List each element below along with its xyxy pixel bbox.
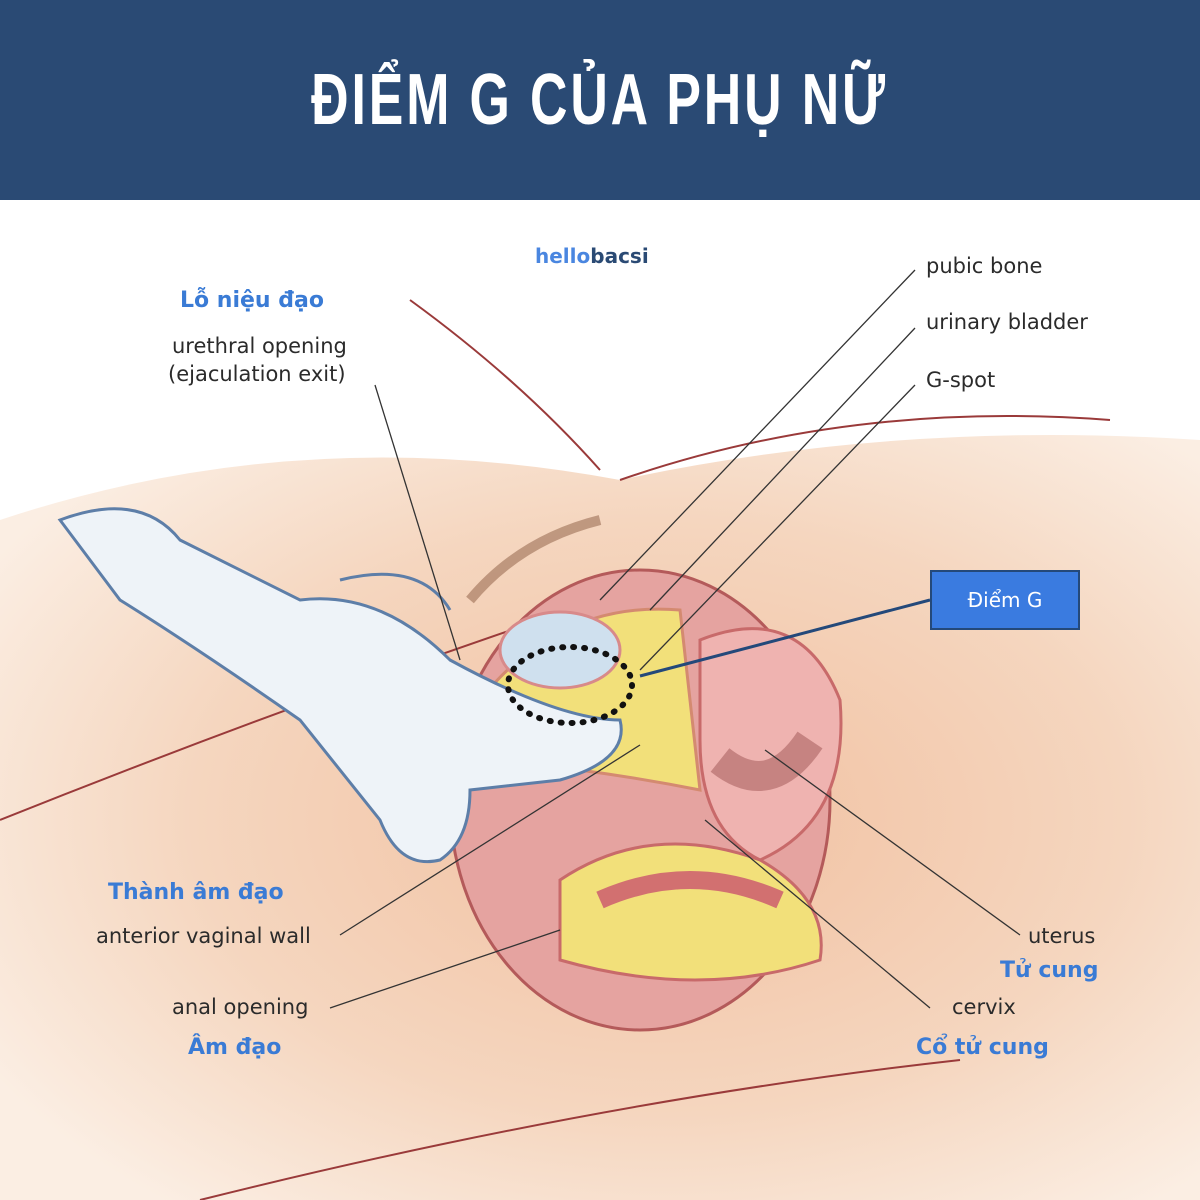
label-cervix-vi: Cổ tử cung: [916, 1035, 1049, 1060]
logo-part-bacsi: bacsi: [590, 244, 649, 268]
title-banner: ĐIỂM G CỦA PHỤ NỮ: [0, 0, 1200, 200]
bladder: [498, 610, 622, 690]
leader-lines: [329, 269, 1021, 1009]
label-urinary-bladder: urinary bladder: [926, 310, 1088, 334]
gloved-hand: [57, 507, 623, 864]
anatomy-illustration: hellobacsi Lỗ niệu đạo urethral opening …: [0, 200, 1200, 1200]
g-spot-dotted-outline: [505, 644, 635, 726]
label-pubic-bone: pubic bone: [926, 254, 1043, 278]
label-vaginal-wall-en: anterior vaginal wall: [96, 924, 311, 948]
label-urethral-vi: Lỗ niệu đạo: [180, 288, 324, 313]
rectum-fat: [558, 842, 823, 982]
label-anal-opening: anal opening: [172, 995, 309, 1019]
g-spot-callout-box: Điểm G: [930, 570, 1080, 630]
label-g-spot: G-spot: [926, 368, 996, 392]
label-uterus-vi: Tử cung: [1000, 958, 1099, 983]
logo-part-hello: hello: [535, 244, 591, 268]
label-vagina-vi: Âm đạo: [188, 1035, 282, 1060]
hellobacsi-logo: hellobacsi: [535, 244, 649, 268]
uterus: [698, 627, 843, 862]
page-title: ĐIỂM G CỦA PHỤ NỮ: [311, 60, 889, 140]
label-vaginal-wall-vi: Thành âm đạo: [108, 880, 284, 905]
label-urethral-en-2: (ejaculation exit): [168, 362, 346, 386]
label-urethral-en-1: urethral opening: [172, 334, 347, 358]
illustration-svg: [0, 269, 1200, 1200]
g-spot-pointer-line: [639, 598, 931, 678]
label-uterus-en: uterus: [1028, 924, 1096, 948]
label-cervix-en: cervix: [952, 995, 1016, 1019]
